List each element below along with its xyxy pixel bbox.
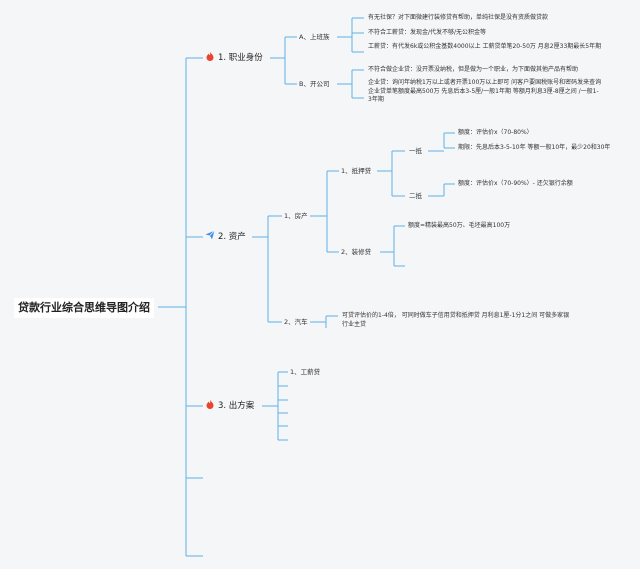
branch-career[interactable]: 1. 职业身份 [203, 51, 265, 65]
branch-plan[interactable]: 3. 出方案 [203, 399, 257, 413]
note: 不符合工薪贷：发现金/代发不够/无公积金等 [368, 29, 487, 36]
node-renovation-loan[interactable]: 2、装修贷 [341, 248, 372, 256]
node-mortgage-loan[interactable]: 1、抵押贷 [341, 167, 372, 175]
node-office-worker[interactable]: A、上班族 [299, 33, 330, 41]
node-second-mortgage[interactable]: 二抵 [409, 192, 422, 200]
note: 可贷评估价的1-4倍， 可同时做车子信用贷和抵押贷 月利息1厘-1分1之间 可做… [342, 312, 570, 328]
branch-assets[interactable]: 2. 资产 [203, 230, 248, 244]
node-property[interactable]: 1、房产 [284, 212, 308, 220]
branch-label: 2. 资产 [218, 232, 246, 242]
node-first-mortgage[interactable]: 一抵 [409, 147, 422, 155]
paper-plane-icon [205, 230, 215, 240]
note: 有无社保？对下面微建行装修贷有帮助，单纯社保是没有资质做贷款 [368, 14, 549, 21]
branch-label: 3. 出方案 [218, 401, 255, 411]
note: 工薪贷：有代发6k或公积金基数4000以上 工薪贷单笔20-50万 月息2厘33… [368, 43, 602, 50]
note: 额度：评估价x（70-80%） [458, 129, 533, 136]
note: 不符合做企业贷：没开票没纳税，但是做为一个职业，为下面做其他产品有帮助 [368, 66, 579, 73]
note: 额度：评估价x（70-90%）- 还欠银行余额 [458, 180, 573, 187]
branch-label: 1. 职业身份 [218, 53, 263, 63]
fire-icon [206, 51, 214, 61]
node-car[interactable]: 2、汽车 [284, 318, 308, 326]
node-salary-loan[interactable]: 1、工薪贷 [290, 368, 321, 376]
note: 期限：先息后本3-5-10年 等额一般10年，最少20和30年 [458, 144, 611, 151]
note: 额度=精装最高50万、毛坯最高100万 [408, 222, 511, 229]
note: 企业贷：询问年纳税1万以上或者开票100万以上即可 问客户要国税账号和密码发来查… [368, 79, 602, 103]
node-company[interactable]: B、开公司 [299, 80, 330, 88]
fire-icon [206, 399, 214, 409]
root-topic[interactable]: 贷款行业综合思维导图介绍 [14, 298, 154, 318]
